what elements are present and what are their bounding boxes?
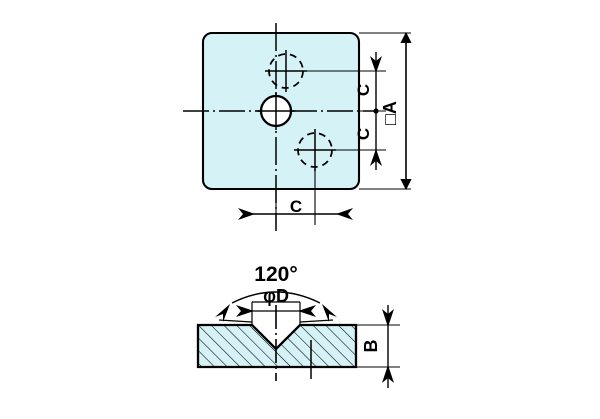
dim-label-c-lower: C [354, 128, 373, 140]
angle-leader-left [218, 319, 253, 323]
dim-label-c-upper: C [354, 84, 373, 96]
dim-arrow-phid-left [236, 305, 254, 317]
angle-arrow-right [322, 304, 337, 322]
dim-label-square-a: □A [380, 101, 400, 125]
dim-arrow-c-bottom-left [238, 208, 255, 220]
section-body [196, 323, 358, 369]
dim-arrow-b-bottom [382, 365, 394, 383]
dim-label-c-bottom: C [290, 197, 302, 216]
angle-leader-right [299, 319, 334, 323]
dim-arrow-c-upper [370, 56, 382, 73]
dim-label-angle-120: 120° [254, 263, 297, 286]
angle-arrow-left [215, 304, 230, 322]
section-view-group: φD 120° B [196, 263, 400, 388]
dim-arrow-c-lower [370, 149, 382, 166]
angle-arc-120 [231, 291, 321, 304]
dim-arrow-phid-right [298, 305, 316, 317]
dim-label-phid: φD [263, 286, 289, 306]
dim-arrow-b-top [382, 309, 394, 327]
dim-label-b: B [361, 340, 381, 353]
dim-arrow-c-bottom-right [336, 208, 353, 220]
top-view-group: C C □A C [183, 23, 412, 231]
